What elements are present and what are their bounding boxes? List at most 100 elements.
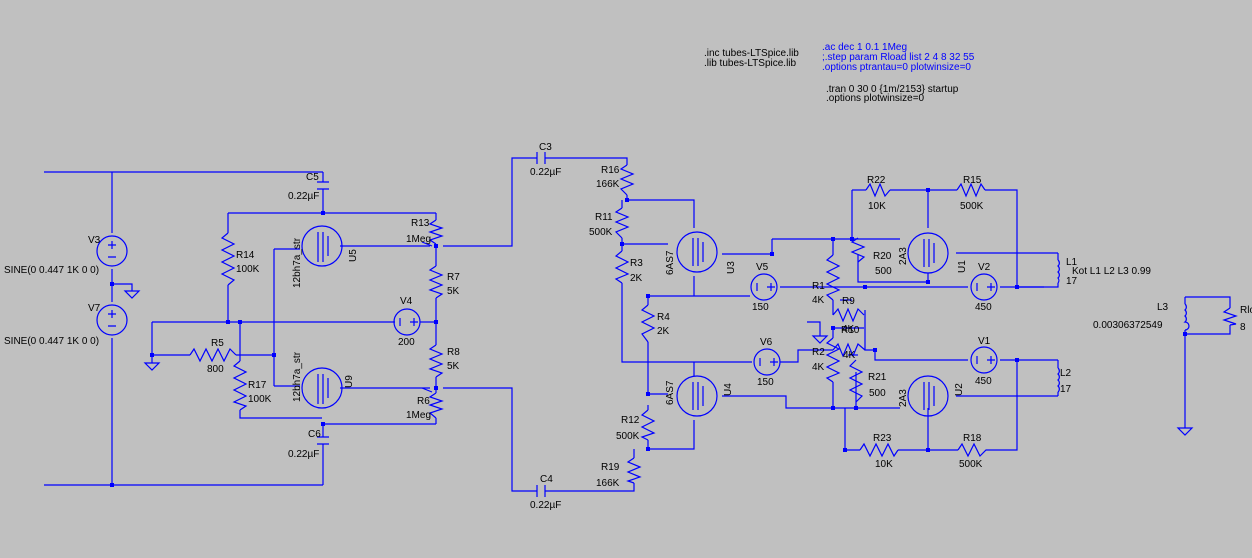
- r13-potentiometer[interactable]: R13 1Meg: [406, 218, 444, 247]
- r7-resistor[interactable]: R7 5K: [428, 265, 460, 299]
- r4-resistor[interactable]: R4 2K: [640, 304, 670, 343]
- u1-triode-tube[interactable]: U1 2A3: [898, 232, 968, 274]
- r21-value: 500: [869, 388, 886, 399]
- v1-name: V1: [978, 336, 991, 347]
- r9-resistor[interactable]: R9 4K: [832, 296, 865, 335]
- c5-value: 0.22µF: [288, 191, 319, 202]
- v5-dc-source[interactable]: V5 150: [750, 262, 778, 313]
- u1-name: U1: [957, 260, 968, 273]
- u9-name: U9: [344, 375, 355, 388]
- c6-capacitor[interactable]: C6 0.22µF: [288, 429, 329, 460]
- r1-name: R1: [812, 281, 825, 292]
- l3-inductor[interactable]: L3 0.00306372549: [1093, 302, 1190, 331]
- r4-value: 2K: [657, 326, 670, 337]
- r23-resistor[interactable]: R23 10K: [859, 433, 899, 470]
- c3-name: C3: [539, 142, 552, 153]
- r12-value: 500K: [616, 431, 640, 442]
- r5-resistor[interactable]: R5 800: [189, 338, 237, 375]
- c5-capacitor[interactable]: C5 0.22µF: [288, 172, 329, 202]
- r17-name: R17: [248, 380, 267, 391]
- v7-sine-source[interactable]: V7 SINE(0 0.447 1K 0 0): [4, 303, 128, 347]
- r10-resistor[interactable]: R10 4K: [832, 325, 866, 361]
- directive-options-2: .options plotwinsize=0: [826, 93, 925, 104]
- r15-value: 500K: [960, 201, 984, 212]
- c3-capacitor[interactable]: C3 0.22µF: [530, 142, 561, 178]
- directive-tran: .tran 0 30 0 {1m/2153} startup: [826, 84, 959, 95]
- u9-triode-tube[interactable]: U9 12bh7a_str: [292, 351, 355, 409]
- r7-value: 5K: [447, 286, 460, 297]
- r3-value: 2K: [630, 273, 643, 284]
- v2-dc-source[interactable]: V2 450: [970, 262, 998, 313]
- v4-value: 200: [398, 337, 415, 348]
- rload-value: 8: [1240, 322, 1246, 333]
- c4-capacitor[interactable]: C4 0.22µF: [530, 474, 561, 511]
- v2-value: 450: [975, 302, 992, 313]
- r23-value: 10K: [875, 459, 893, 470]
- r21-resistor[interactable]: R21 500: [848, 359, 887, 403]
- c4-value: 0.22µF: [530, 500, 561, 511]
- r17-resistor[interactable]: R17 100K: [232, 360, 272, 411]
- v6-name: V6: [760, 337, 773, 348]
- r5-name: R5: [211, 338, 224, 349]
- v3-name: V3: [88, 235, 101, 246]
- directive-lib: .lib tubes-LTSpice.lib: [704, 58, 797, 69]
- r22-resistor[interactable]: R22 10K: [865, 175, 891, 212]
- r16-value: 166K: [596, 179, 620, 190]
- u3-triode-tube[interactable]: U3 6AS7: [665, 231, 737, 275]
- v6-dc-source[interactable]: V6 150: [753, 337, 781, 388]
- r18-name: R18: [963, 433, 982, 444]
- c6-value: 0.22µF: [288, 449, 319, 460]
- c4-name: C4: [540, 474, 553, 485]
- r6-potentiometer[interactable]: R6 1Meg: [406, 387, 444, 421]
- u1-value: 2A3: [898, 247, 909, 265]
- v7-value: SINE(0 0.447 1K 0 0): [4, 336, 99, 347]
- r11-resistor[interactable]: R11 500K: [589, 207, 630, 239]
- r15-resistor[interactable]: R15 500K: [956, 175, 986, 212]
- c3-value: 0.22µF: [530, 167, 561, 178]
- l2-inductor[interactable]: L2 17: [1057, 367, 1072, 395]
- r14-value: 100K: [236, 264, 260, 275]
- r1-value: 4K: [812, 295, 825, 306]
- r1-potentiometer[interactable]: R1 4K: [812, 254, 841, 306]
- r20-name: R20: [873, 251, 892, 262]
- r18-resistor[interactable]: R18 500K: [957, 433, 988, 470]
- r12-resistor[interactable]: R12 500K: [616, 409, 656, 442]
- r20-resistor[interactable]: R20 500: [850, 237, 892, 277]
- r19-name: R19: [601, 462, 620, 473]
- v6-value: 150: [757, 377, 774, 388]
- r3-resistor[interactable]: R3 2K: [614, 250, 643, 284]
- r4-name: R4: [657, 312, 670, 323]
- r7-name: R7: [447, 272, 460, 283]
- v2-name: V2: [978, 262, 991, 273]
- u3-name: U3: [726, 261, 737, 274]
- v1-dc-source[interactable]: V1 450: [970, 336, 998, 387]
- u5-triode-tube[interactable]: U5 12bh7a_str: [292, 225, 359, 288]
- v5-name: V5: [756, 262, 769, 273]
- junctions: [110, 188, 1187, 487]
- wires: [44, 157, 1231, 492]
- l1-name: L1: [1066, 257, 1078, 268]
- directive-step: ;.step param Rload list 2 4 8 32 55: [822, 52, 975, 63]
- l3-value: 0.00306372549: [1093, 320, 1163, 331]
- u2-triode-tube[interactable]: U2 2A3: [898, 375, 965, 417]
- rload-resistor[interactable]: Rlo 8: [1222, 305, 1252, 333]
- u4-triode-tube[interactable]: U4 6AS7: [665, 375, 734, 417]
- u3-value: 6AS7: [665, 250, 676, 275]
- u2-value: 2A3: [898, 389, 909, 407]
- r19-resistor[interactable]: R19 166K: [596, 457, 642, 489]
- v4-dc-source[interactable]: V4 200: [393, 296, 421, 348]
- ground-symbols: [123, 290, 1194, 436]
- r16-name: R16: [601, 165, 620, 176]
- u9-value: 12bh7a_str: [292, 351, 303, 402]
- r8-resistor[interactable]: R8 5K: [428, 344, 460, 378]
- r14-resistor[interactable]: R14 100K: [220, 232, 260, 286]
- r11-value: 500K: [589, 227, 613, 238]
- v3-sine-source[interactable]: V3 SINE(0 0.447 1K 0 0): [4, 235, 128, 276]
- l3-name: L3: [1157, 302, 1169, 313]
- r2-potentiometer[interactable]: R2 4K: [812, 337, 841, 383]
- r8-value: 5K: [447, 361, 460, 372]
- v7-name: V7: [88, 303, 101, 314]
- l1-inductor[interactable]: L1 17: [1057, 257, 1078, 287]
- r16-resistor[interactable]: R16 166K: [596, 164, 635, 196]
